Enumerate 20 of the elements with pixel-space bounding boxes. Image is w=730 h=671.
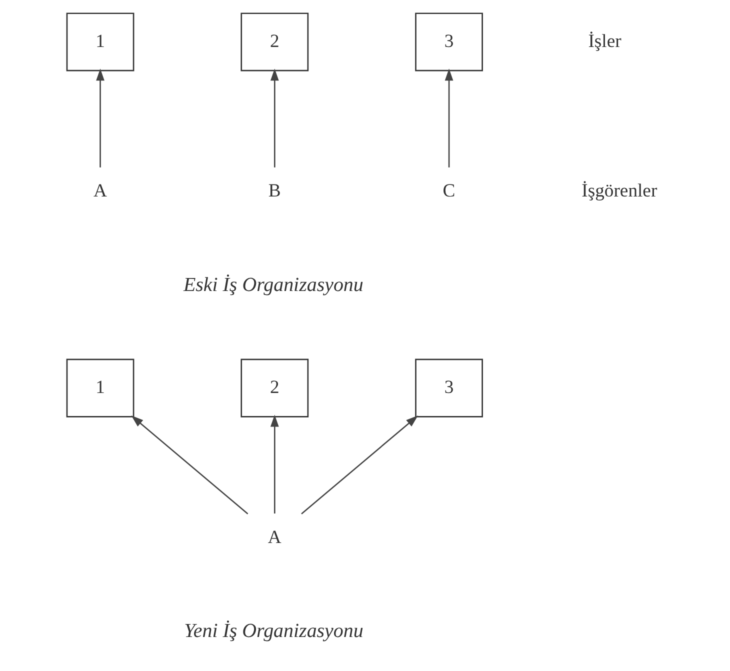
node-box: 1 [66,12,134,72]
node-box: 2 [240,12,308,72]
node-box: 1 [66,358,134,418]
node-text: A [93,180,106,202]
label: Eski İş Organizasyonu [182,274,363,296]
arrow [130,416,248,514]
label: İşler [588,30,621,52]
label: İşgörenler [581,180,657,202]
arrow [270,68,278,168]
arrow [96,68,104,168]
arrow [444,68,453,168]
node-box: 3 [414,358,482,418]
node-box: 2 [240,358,308,418]
arrow [300,416,418,514]
node-text: C [442,180,455,202]
node-text: A [267,526,281,548]
node-box: 3 [414,12,482,72]
label: Yeni İş Organizasyonu [184,620,363,642]
arrow [270,414,278,514]
node-text: B [268,180,280,202]
